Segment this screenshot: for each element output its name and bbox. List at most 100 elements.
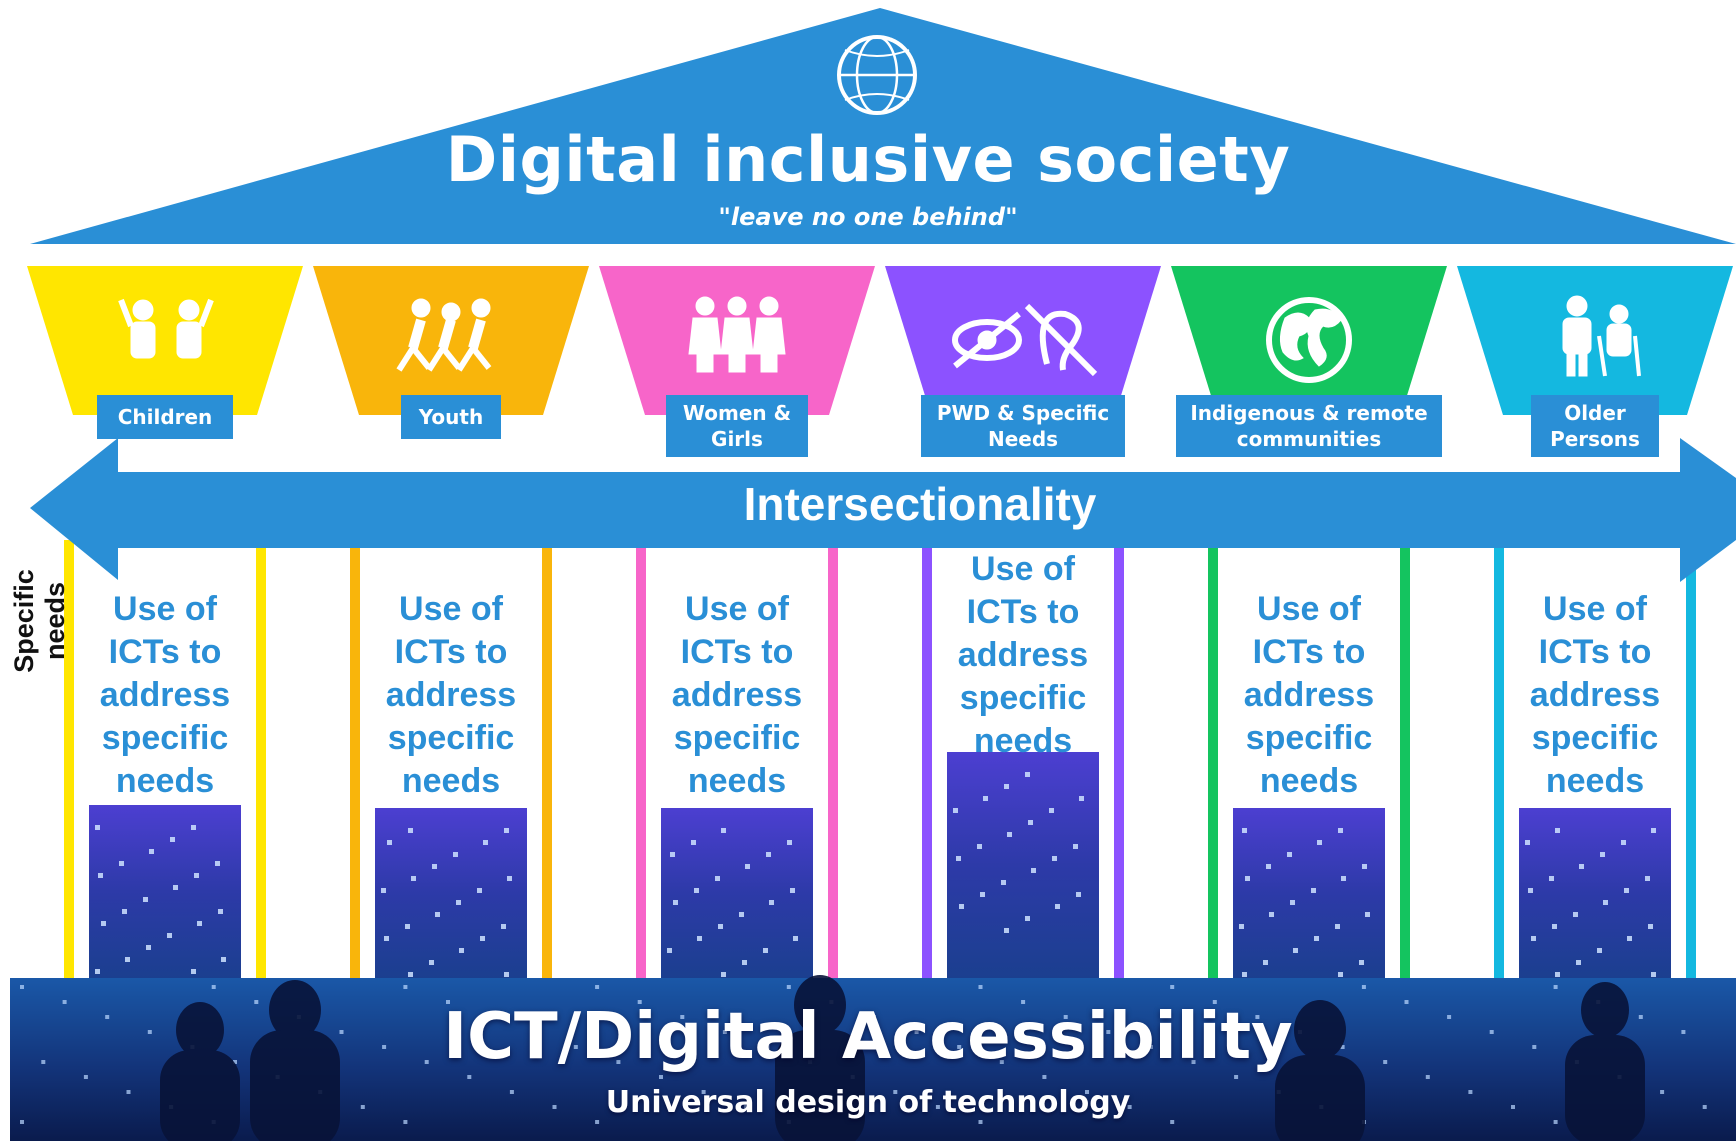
pillar-city-image [661,808,813,978]
city-light [787,840,792,845]
city-light [1031,868,1036,873]
city-light [691,840,696,845]
city-light [435,912,440,917]
city-light [387,840,392,845]
city-light [953,808,958,813]
city-light [1597,948,1602,953]
city-light [1239,924,1244,929]
city-light [1549,876,1554,881]
side-label: Specific needs [9,569,70,673]
subtitle: "leave no one behind" [718,203,1018,231]
city-light [1603,900,1608,905]
city-light [763,948,768,953]
city-light [1311,888,1316,893]
city-light [1621,840,1626,845]
city-light [739,912,744,917]
city-light [1073,844,1078,849]
children-icon [118,298,214,359]
city-light [149,849,154,854]
column-text-5: Use of ICTs to address specific needs [1243,590,1375,800]
pillar-left-line [922,540,932,980]
group-label-6: Older Persons [1531,395,1659,457]
city-light [1245,876,1250,881]
intersectionality-arrow [30,438,1736,582]
city-light [1001,880,1006,885]
column-text-1: Use of ICTs to address specific needs [99,590,231,800]
city-light [101,921,106,926]
city-light [119,861,124,866]
city-light [1317,840,1322,845]
city-light [1531,936,1536,941]
city-light [1651,828,1656,833]
city-light [1266,864,1271,869]
city-light [122,909,127,914]
city-light [1242,972,1247,977]
city-light [769,900,774,905]
city-light [1025,916,1030,921]
pillar-city-image [375,808,527,978]
city-light [459,948,464,953]
city-light [1049,808,1054,813]
city-light [1335,924,1340,929]
city-light [429,960,434,965]
city-light [1600,852,1605,857]
city-light [956,856,961,861]
pillar-left-line [64,540,74,980]
city-light [218,909,223,914]
city-light [1052,856,1057,861]
pillar-right-line [542,540,552,980]
city-light [1341,876,1346,881]
city-light [1269,912,1274,917]
city-light [480,936,485,941]
city-light [1651,972,1656,977]
city-light [408,828,413,833]
base-subtitle: Universal design of technology [605,1085,1131,1120]
column-text-3: Use of ICTs to address specific needs [671,590,803,800]
column-text-4: Use of ICTs to address specific needs [957,550,1089,760]
pillar-left-line [350,540,360,980]
city-light [1287,852,1292,857]
city-light [1362,864,1367,869]
pillar-right-line [828,540,838,980]
people-silhouettes [160,975,1645,1141]
city-light [411,876,416,881]
city-light [197,921,202,926]
city-light [143,897,148,902]
city-light [381,888,386,893]
capital-2 [313,266,589,415]
city-light [667,948,672,953]
city-light [1645,876,1650,881]
city-light [1025,772,1030,777]
city-light [745,864,750,869]
itu-logo [837,35,917,115]
older-persons-icon [1562,295,1641,377]
women-girls-icon [688,296,786,373]
city-light [483,840,488,845]
city-light [170,837,175,842]
column-text-6: Use of ICTs to address specific needs [1529,590,1661,800]
city-light [432,864,437,869]
city-light [191,969,196,974]
city-light [1290,900,1295,905]
city-light [793,936,798,941]
group-label-1: Children [97,395,233,439]
city-light [167,933,172,938]
city-light [1076,892,1081,897]
city-light [501,924,506,929]
group-label-4: PWD & Specific Needs [921,395,1125,457]
city-light [1359,960,1364,965]
column-text-2: Use of ICTs to address specific needs [385,590,517,800]
city-light [721,828,726,833]
pillar-left-line [1208,540,1218,980]
city-light [1579,864,1584,869]
city-light [191,825,196,830]
city-light [1028,820,1033,825]
city-light [221,957,226,962]
city-light [384,936,389,941]
city-light [504,828,509,833]
pillar-city-image [89,805,241,978]
city-light [173,885,178,890]
city-light [95,825,100,830]
city-light [1004,784,1009,789]
